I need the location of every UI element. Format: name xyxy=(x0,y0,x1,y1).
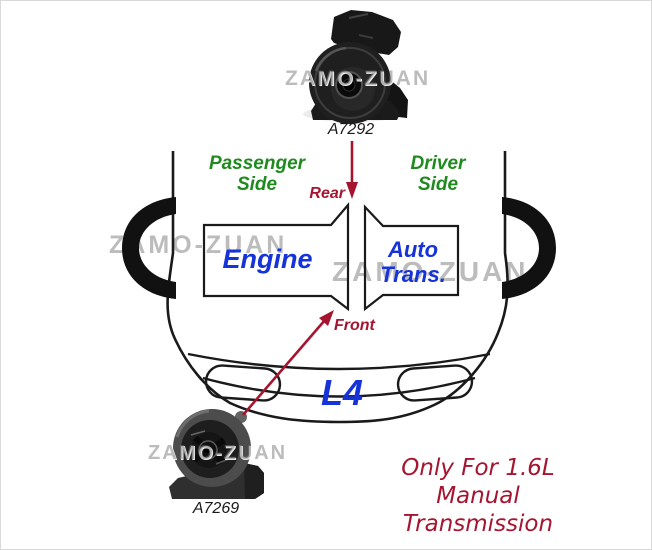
headlight-left xyxy=(204,364,282,402)
watermark-text: ZAMO-ZUAN xyxy=(148,442,288,464)
bracket-highlight xyxy=(348,13,369,19)
bumper-lip-line xyxy=(202,376,476,398)
rear-label: Rear xyxy=(309,185,345,202)
passenger-side-label: Passenger Side xyxy=(208,153,306,195)
driver-side-label: Driver Side xyxy=(410,153,466,195)
part-number-a7292: A7292 xyxy=(327,121,375,138)
rear-mount-arrowhead xyxy=(346,182,358,199)
rim-highlight xyxy=(175,409,210,438)
transmission-outline xyxy=(363,204,460,312)
mount-bore-center xyxy=(342,78,356,92)
part-number-a7269: A7269 xyxy=(192,500,240,517)
rim-highlight xyxy=(314,46,347,72)
mount-rim xyxy=(314,47,386,119)
engine-outline xyxy=(202,202,350,312)
bracket-highlight xyxy=(358,34,374,39)
front-mount-arrow xyxy=(242,319,326,416)
fitment-note: Only For 1.6L Manual Transmission xyxy=(401,455,555,537)
side-mirror-left xyxy=(122,197,176,299)
engine-mount-photo-a7292 xyxy=(303,10,408,124)
headlight-right xyxy=(396,364,474,402)
blade-highlight xyxy=(190,430,206,436)
auto-trans-label: Auto Trans. xyxy=(380,237,446,287)
watermark-text: ZAMO-ZUAN xyxy=(285,67,431,90)
front-mount-arrowhead xyxy=(319,310,334,326)
engine-layout-label: L4 xyxy=(321,372,364,413)
engine-mount-photo-a7269 xyxy=(169,409,264,499)
bumper-seam-line xyxy=(187,352,491,371)
mount-hub-center xyxy=(204,447,210,453)
mount-base-flange xyxy=(244,463,264,499)
blade-highlight xyxy=(215,458,230,465)
engine-label: Engine xyxy=(222,244,313,274)
side-mirror-right xyxy=(502,197,556,299)
front-label: Front xyxy=(334,317,375,334)
